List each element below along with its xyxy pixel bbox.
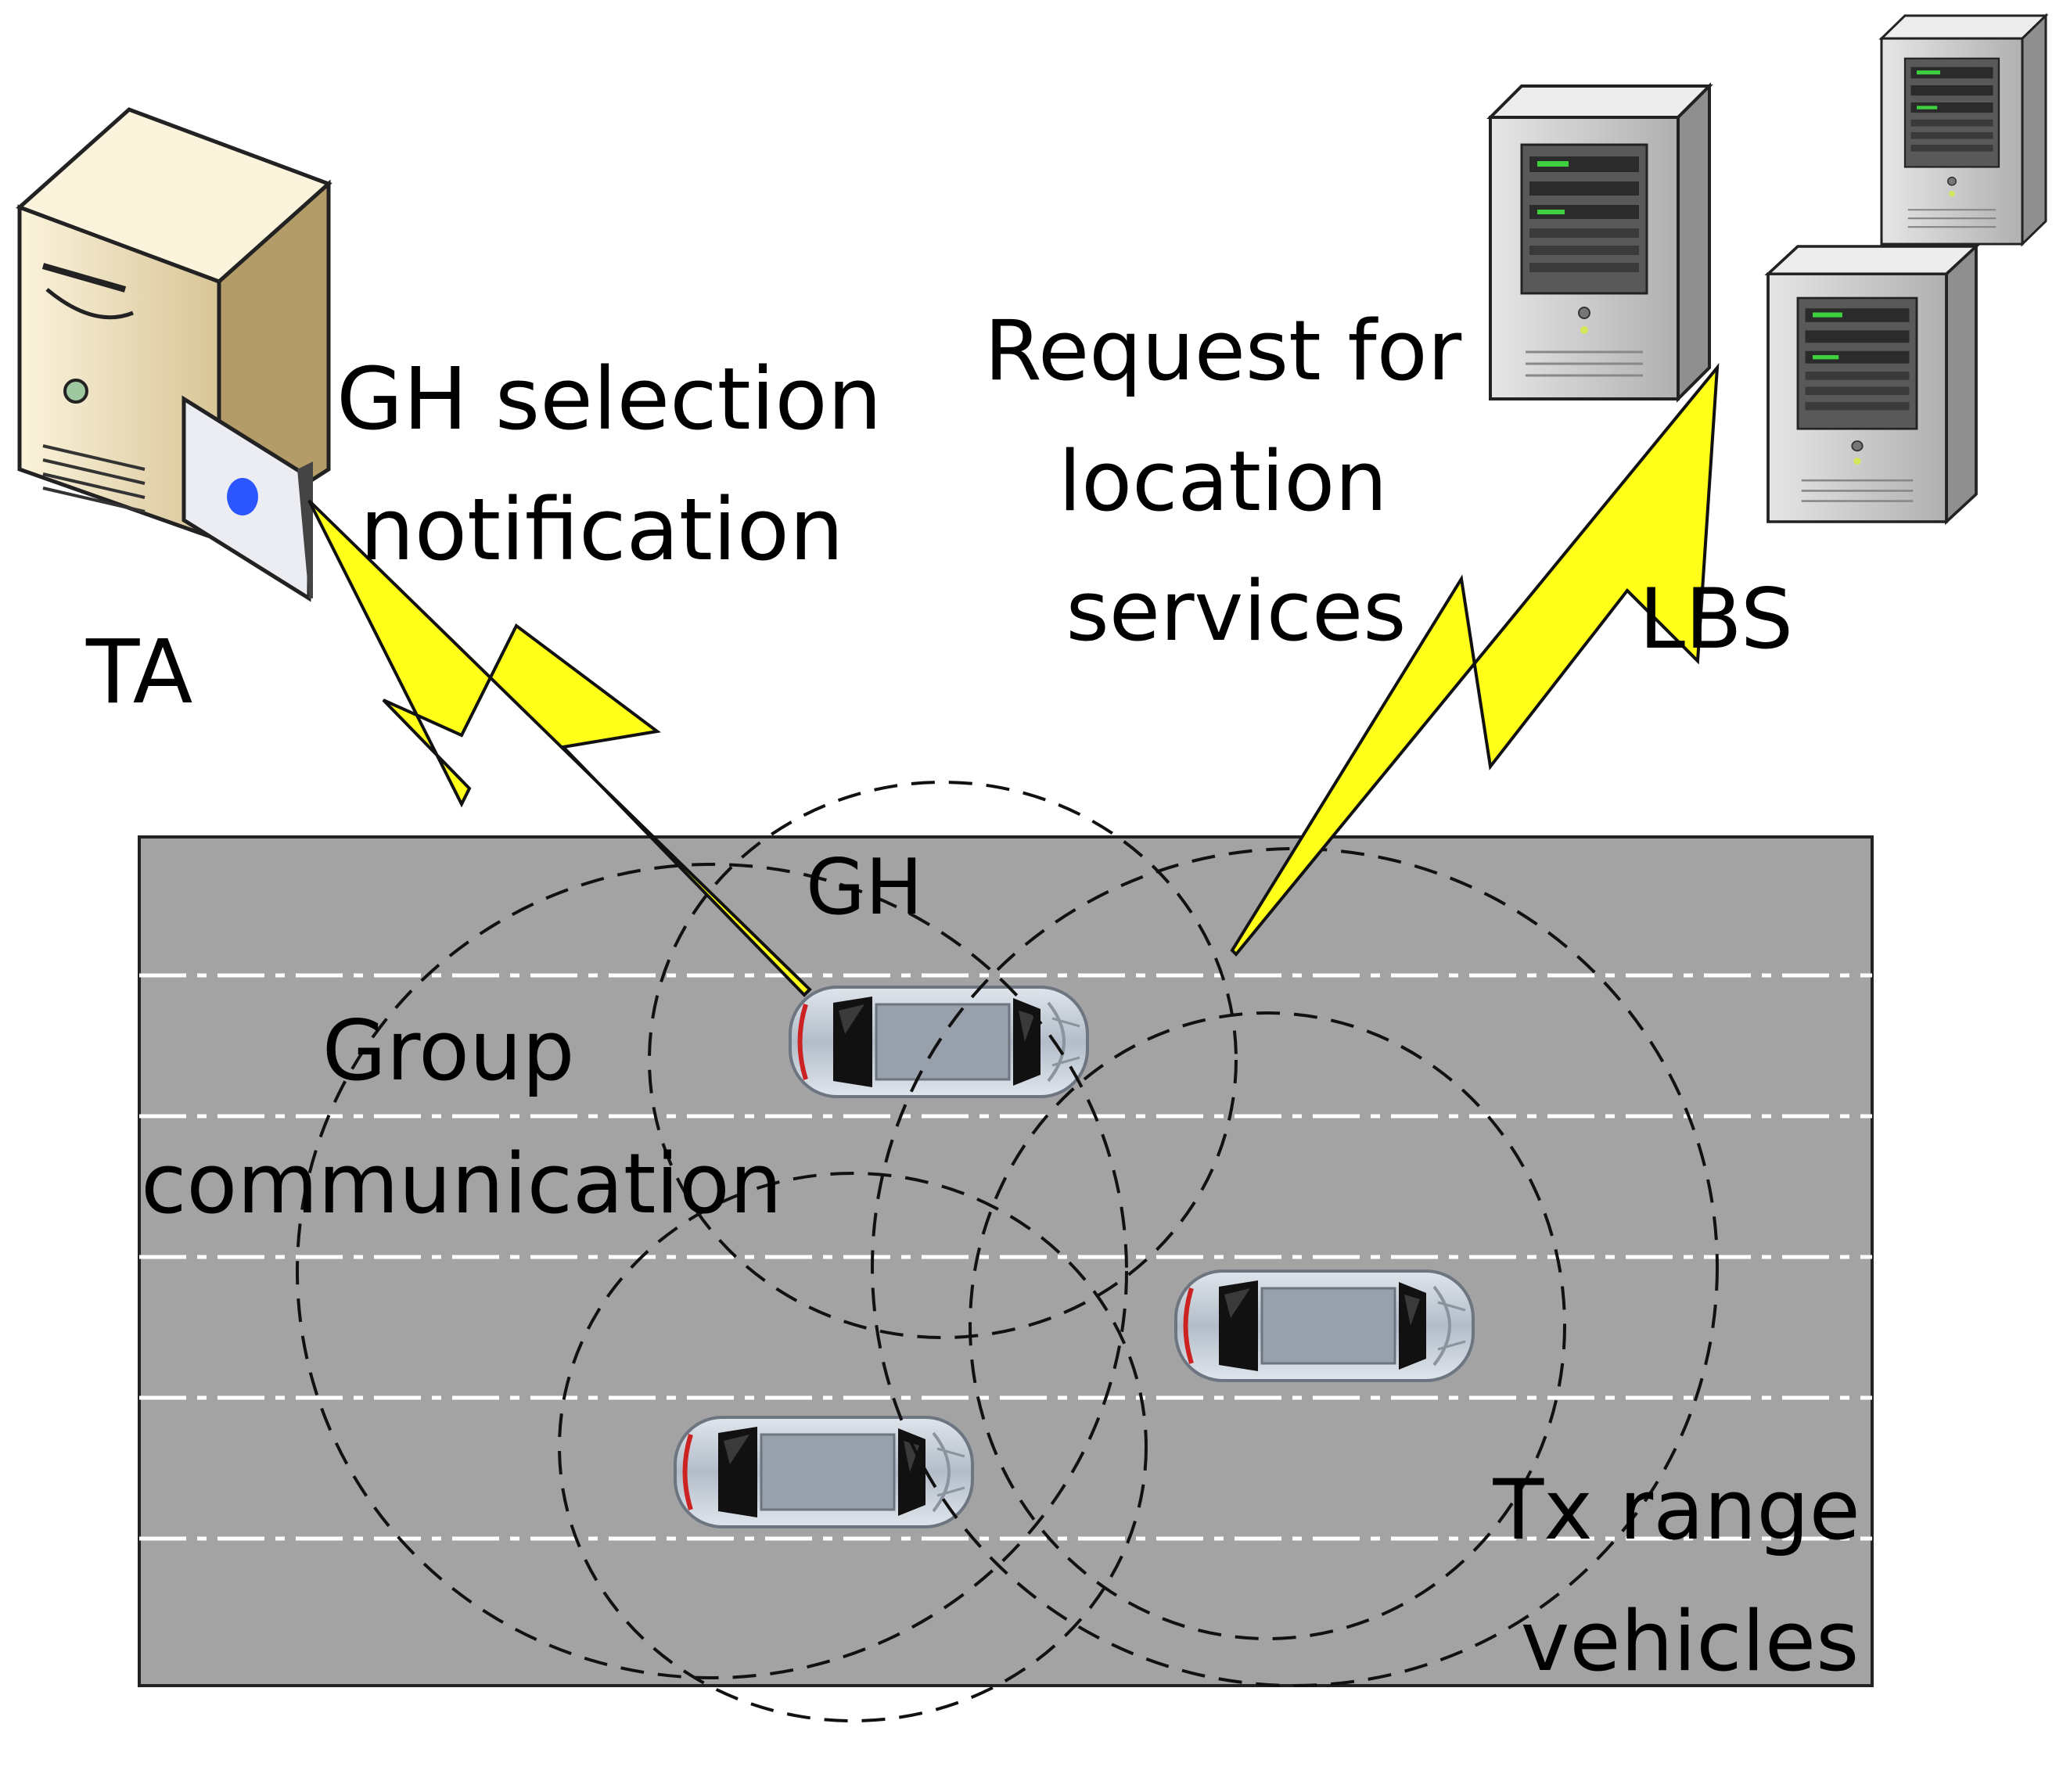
gh-notification-label: GH selection notification (336, 349, 909, 580)
lane-markings (139, 973, 1872, 1541)
ta-server-icon (16, 107, 332, 602)
group-communication-label: Group communication (141, 1003, 782, 1232)
lbs-server-icon (1489, 14, 2047, 523)
request-label: Request for location services (984, 303, 1488, 659)
lightning-bolt-icon (1230, 362, 1720, 957)
ta-label: TA (85, 622, 192, 724)
gh-label: GH (806, 843, 923, 932)
lightning-bolt-icon (307, 499, 812, 997)
tx-range-circles (296, 781, 1719, 1722)
tx-range-label: Tx range vehicles (1492, 1462, 1886, 1690)
lbs-label: LBS (1639, 571, 1793, 667)
vehicle-right (1176, 1271, 1473, 1381)
road (138, 835, 1874, 1687)
